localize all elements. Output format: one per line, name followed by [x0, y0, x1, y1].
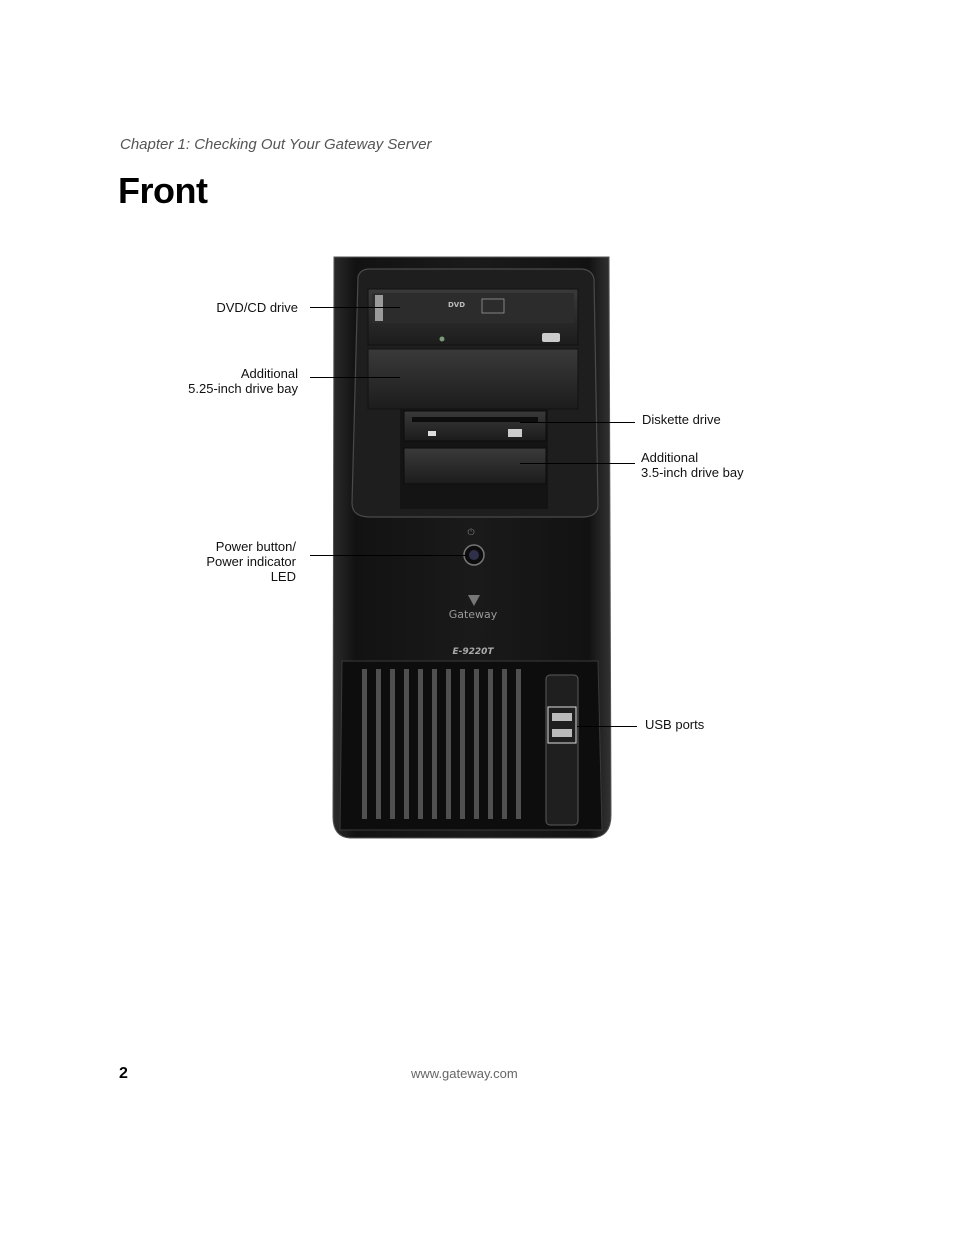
gateway-logo: Gateway [449, 595, 498, 621]
dvd-drive-illustration: DVD [367, 288, 579, 346]
diskette-drive-illustration [403, 410, 547, 442]
drive-bay-35 [403, 447, 547, 485]
front-vents [362, 669, 521, 819]
callout-power-button: Power button/ Power indicator LED [206, 539, 296, 584]
callout-usb-ports: USB ports [645, 717, 705, 732]
computer-front-illustration: DVD ⏻ Gateway E-9220T [332, 256, 612, 839]
callout-dvd-cd-drive: DVD/CD drive [216, 300, 298, 315]
page-number: 2 [119, 1065, 128, 1082]
leader-525-bay [310, 377, 400, 378]
svg-text:Gateway: Gateway [449, 608, 498, 621]
chapter-header: Chapter 1: Checking Out Your Gateway Ser… [120, 136, 432, 153]
callout-additional-525-bay: Additional 5.25-inch drive bay [188, 366, 298, 396]
leader-35-bay [520, 463, 635, 464]
usb-ports-illustration [547, 706, 577, 744]
leader-power [310, 555, 467, 556]
dvd-logo: DVD [448, 301, 465, 309]
leader-dvd [310, 307, 400, 308]
footer-url[interactable]: www.gateway.com [411, 1066, 518, 1081]
callout-additional-35-bay: Additional 3.5-inch drive bay [641, 450, 744, 480]
leader-diskette [520, 422, 635, 423]
page-title: Front [118, 170, 208, 211]
model-label: E-9220T [452, 647, 494, 657]
drive-bay-525 [367, 348, 579, 410]
callout-diskette-drive: Diskette drive [642, 412, 721, 427]
leader-usb [577, 726, 637, 727]
svg-text:⏻: ⏻ [467, 527, 474, 538]
